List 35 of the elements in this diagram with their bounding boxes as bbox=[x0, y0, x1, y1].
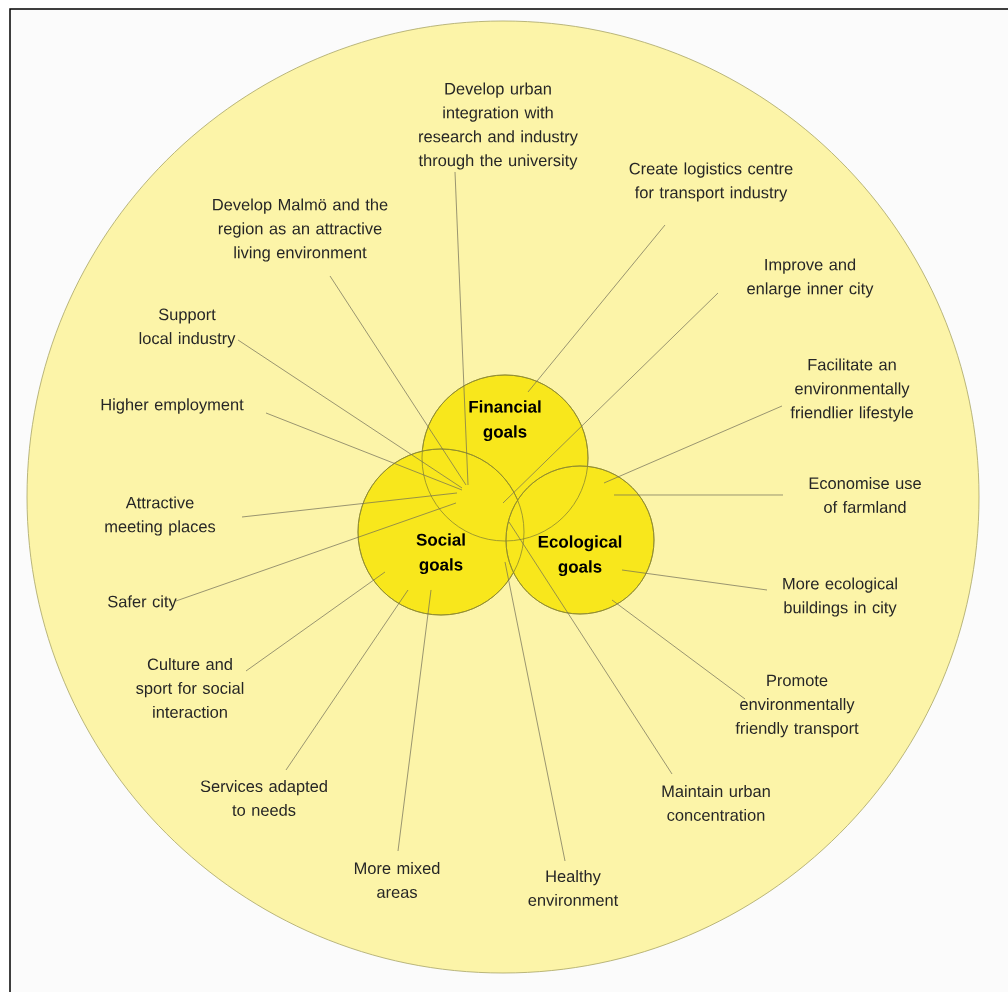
outer-circle bbox=[26, 20, 980, 974]
leader-line bbox=[502, 292, 719, 504]
leader-line bbox=[613, 494, 784, 496]
leader-line bbox=[621, 569, 768, 591]
goal-label: Support local industry bbox=[139, 308, 236, 348]
goal-label: Services adapted to needs bbox=[200, 780, 327, 816]
leader-line bbox=[175, 502, 457, 602]
leader-line bbox=[329, 275, 467, 486]
goal-label: Attractive meeting places bbox=[105, 496, 216, 536]
goal-label: Develop urban integration with research and industry through the university bbox=[418, 82, 578, 170]
goal-label: Culture and sport for social interaction bbox=[136, 658, 244, 718]
leader-line bbox=[454, 171, 469, 486]
leader-line bbox=[508, 521, 673, 775]
leader-line bbox=[504, 561, 566, 862]
goal-label: Create logistics centre for transport industry bbox=[629, 162, 793, 202]
leader-line bbox=[265, 412, 463, 491]
goal-label: More mixed areas bbox=[354, 862, 440, 898]
goal-label: Healthy environment bbox=[528, 870, 619, 906]
leader-line bbox=[245, 571, 386, 672]
goal-label: Facilitate an environmentally friendlier lifestyle bbox=[790, 358, 913, 422]
leader-line bbox=[611, 599, 746, 700]
goal-label: More ecological buildings in city bbox=[783, 577, 897, 617]
goal-label: Higher employment bbox=[101, 398, 244, 414]
leader-line bbox=[285, 589, 409, 771]
leader-line bbox=[397, 589, 432, 852]
leader-line bbox=[603, 405, 783, 484]
goal-label: Improve and enlarge inner city bbox=[747, 258, 874, 298]
goal-label: Safer city bbox=[108, 595, 177, 611]
goal-label: Maintain urban concentration bbox=[662, 785, 770, 821]
goal-label: Develop Malmö and the region as an attractive living environment bbox=[213, 198, 388, 262]
goal-label: Economise use of farmland bbox=[809, 477, 921, 513]
leader-line bbox=[527, 224, 666, 393]
leader-line bbox=[237, 339, 463, 489]
leader-line bbox=[241, 492, 458, 518]
goal-label: Promote environmentally friendly transport bbox=[735, 674, 859, 738]
